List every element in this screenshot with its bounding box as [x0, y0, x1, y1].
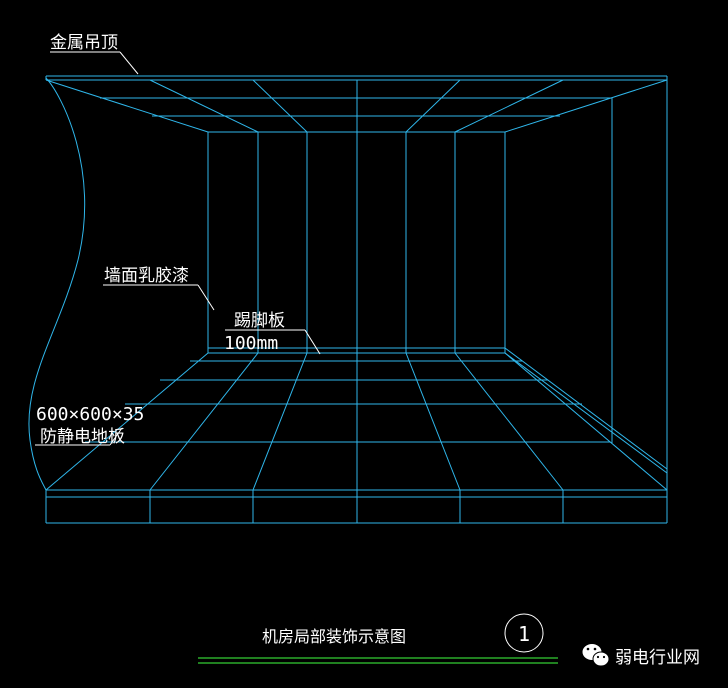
leader-lines: [35, 51, 321, 446]
drawing-number-circle: [504, 613, 544, 653]
ceiling-grid: [45, 75, 668, 133]
watermark: 弱电行业网: [581, 643, 700, 668]
floor-grid: [45, 352, 668, 524]
label-baseboard-height: 100mm: [224, 333, 278, 354]
label-metal-ceiling: 金属吊顶: [50, 33, 118, 53]
left-break-line: [28, 77, 86, 491]
label-baseboard: 踢脚板: [234, 311, 285, 331]
title-block: 机房局部装饰示意图 1: [198, 613, 558, 664]
label-floor-name: 防静电地板: [40, 427, 125, 447]
drawing-title: 机房局部装饰示意图: [262, 627, 406, 646]
drawing-number: 1: [518, 622, 530, 646]
label-wall-paint: 墙面乳胶漆: [104, 266, 189, 286]
right-wall: [504, 80, 668, 490]
wechat-icon: [581, 643, 610, 667]
label-floor-spec: 600×600×35: [36, 404, 144, 425]
watermark-text: 弱电行业网: [615, 648, 700, 668]
